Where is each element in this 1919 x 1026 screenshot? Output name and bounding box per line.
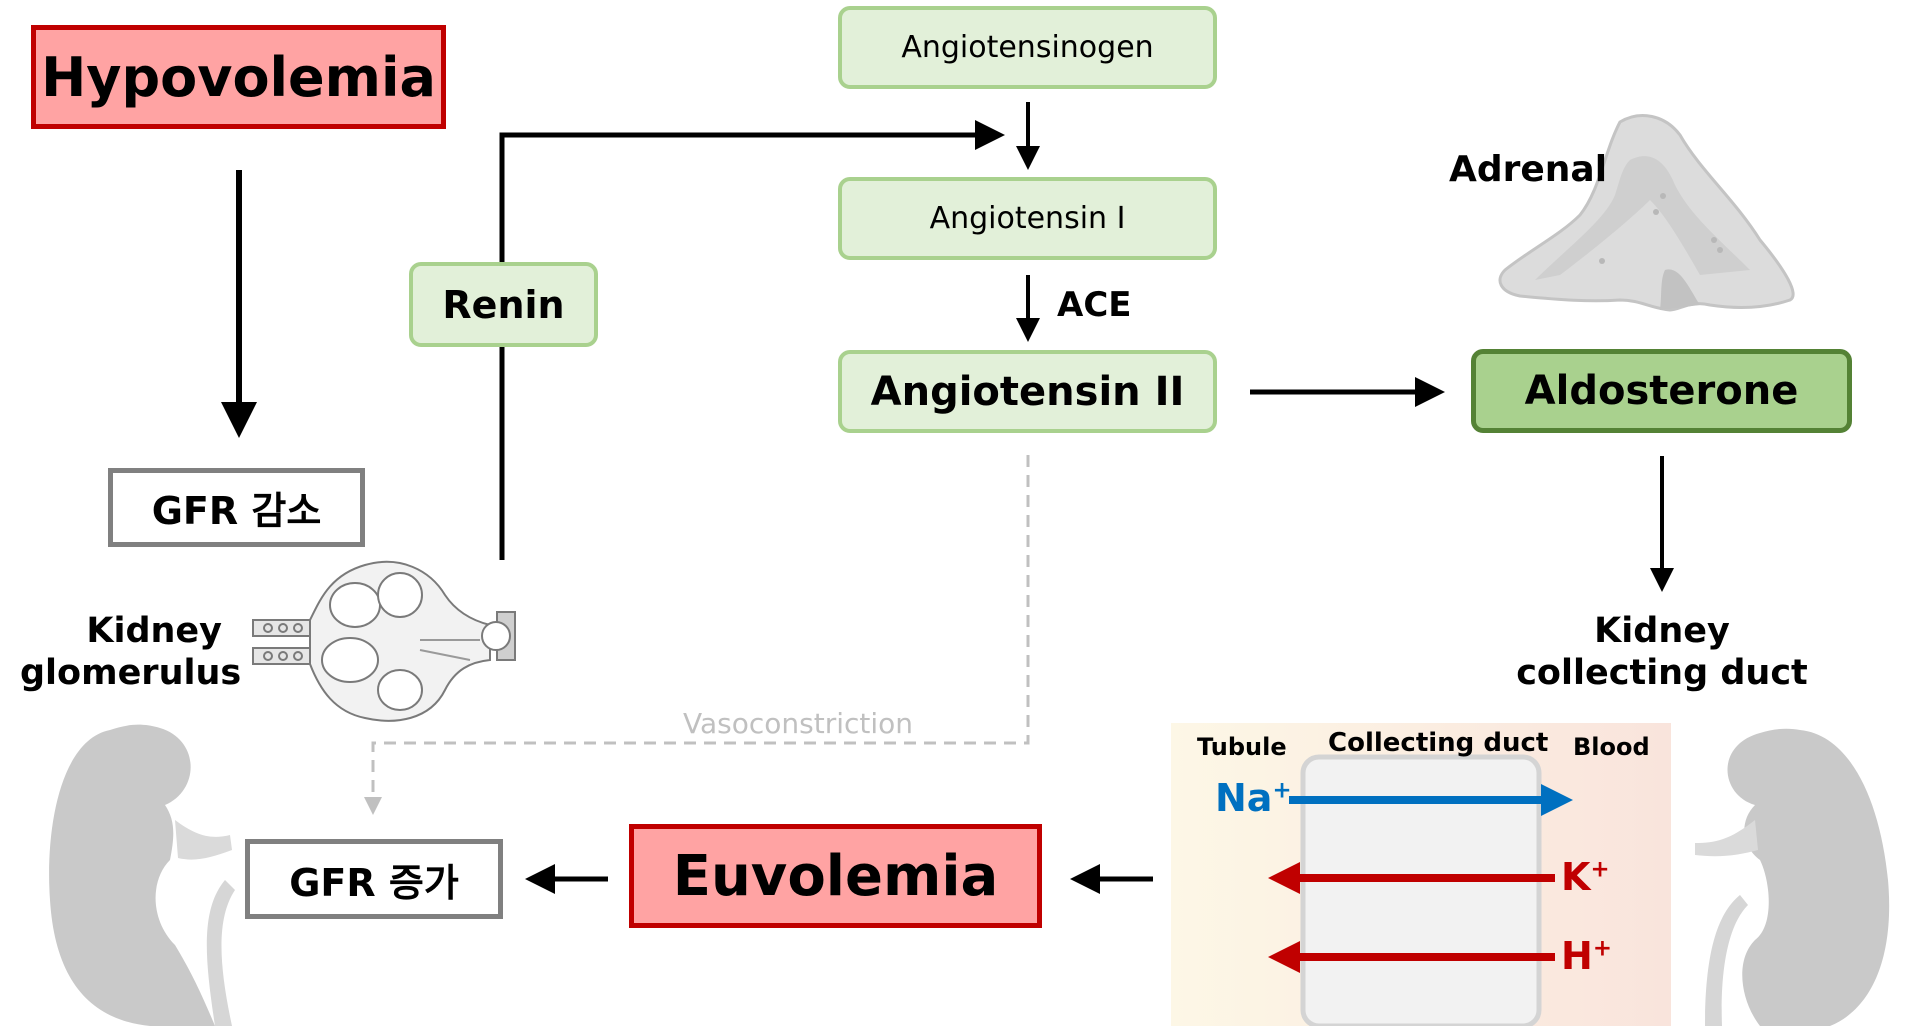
angiotensin-2-node: Angiotensin II (838, 350, 1217, 433)
adrenal-illustration (1498, 114, 1795, 312)
h-ion-label: H+ (1561, 934, 1612, 980)
gfr-increase-label: GFR 증가 (289, 860, 459, 905)
aldosterone-node: Aldosterone (1471, 349, 1852, 433)
kidney-duct-label: Kidney collecting duct (1480, 610, 1844, 694)
angiotensinogen-node: Angiotensinogen (838, 6, 1217, 89)
arrow-renin-to-angiotensinogen-path (499, 120, 1005, 560)
euvolemia-label: Euvolemia (672, 843, 999, 909)
hypovolemia-node: Hypovolemia (31, 25, 446, 129)
gfr-increase-node: GFR 증가 (245, 839, 503, 919)
h-symbol: H (1561, 934, 1593, 978)
gfr-decrease-label: GFR 감소 (151, 489, 322, 533)
hypovolemia-label: Hypovolemia (41, 45, 436, 109)
vasoconstriction-dashed-path (364, 455, 1030, 815)
k-charge: + (1590, 856, 1610, 883)
right-kidney-illustration (1695, 728, 1890, 1026)
kidney-glomerulus-line1: Kidney (86, 611, 222, 651)
angiotensin-1-node: Angiotensin I (838, 177, 1217, 260)
kidney-glomerulus-label: Kidney glomerulus (20, 610, 242, 694)
adrenal-label: Adrenal (1449, 149, 1608, 190)
left-kidney-illustration (49, 724, 235, 1026)
k-ion-label: K+ (1561, 855, 1610, 901)
euvolemia-node: Euvolemia (629, 824, 1042, 928)
angiotensin-1-label: Angiotensin I (929, 201, 1126, 236)
renin-label: Renin (442, 282, 565, 327)
renin-node: Renin (409, 262, 598, 347)
vasoconstriction-label: Vasoconstriction (683, 707, 914, 740)
tubule-label: Tubule (1197, 733, 1287, 761)
na-ion-label: Na+ (1215, 776, 1292, 822)
kidney-glomerulus-line2: glomerulus (20, 653, 242, 693)
kidney-duct-line1: Kidney (1594, 611, 1730, 651)
collecting-duct-label: Collecting duct (1328, 728, 1549, 758)
k-symbol: K (1561, 855, 1591, 899)
angiotensin-2-label: Angiotensin II (870, 368, 1185, 415)
angiotensinogen-label: Angiotensinogen (901, 30, 1154, 65)
aldosterone-label: Aldosterone (1524, 368, 1799, 414)
ace-label: ACE (1057, 285, 1132, 325)
na-symbol: Na (1215, 776, 1273, 820)
glomerulus-illustration (252, 560, 516, 722)
gfr-decrease-node: GFR 감소 (108, 468, 365, 547)
kidney-duct-line2: collecting duct (1516, 653, 1808, 693)
na-charge: + (1272, 777, 1292, 804)
blood-label: Blood (1573, 733, 1650, 761)
h-charge: + (1592, 935, 1612, 962)
